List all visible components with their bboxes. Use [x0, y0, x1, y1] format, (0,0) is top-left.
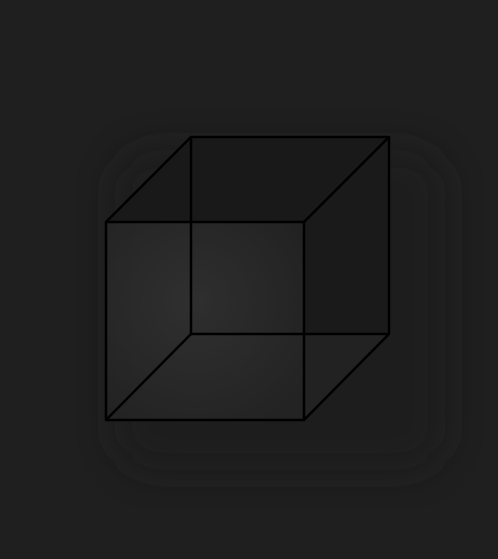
cube-top-face — [106, 137, 389, 222]
front-square-edges — [104, 220, 306, 422]
edge-top-right — [303, 136, 390, 223]
cube-edges — [104, 135, 391, 422]
edge-top-left — [105, 136, 192, 223]
edge-bottom-right — [303, 333, 390, 421]
edge-bottom-left — [105, 333, 192, 421]
back-square-edges — [189, 135, 391, 336]
